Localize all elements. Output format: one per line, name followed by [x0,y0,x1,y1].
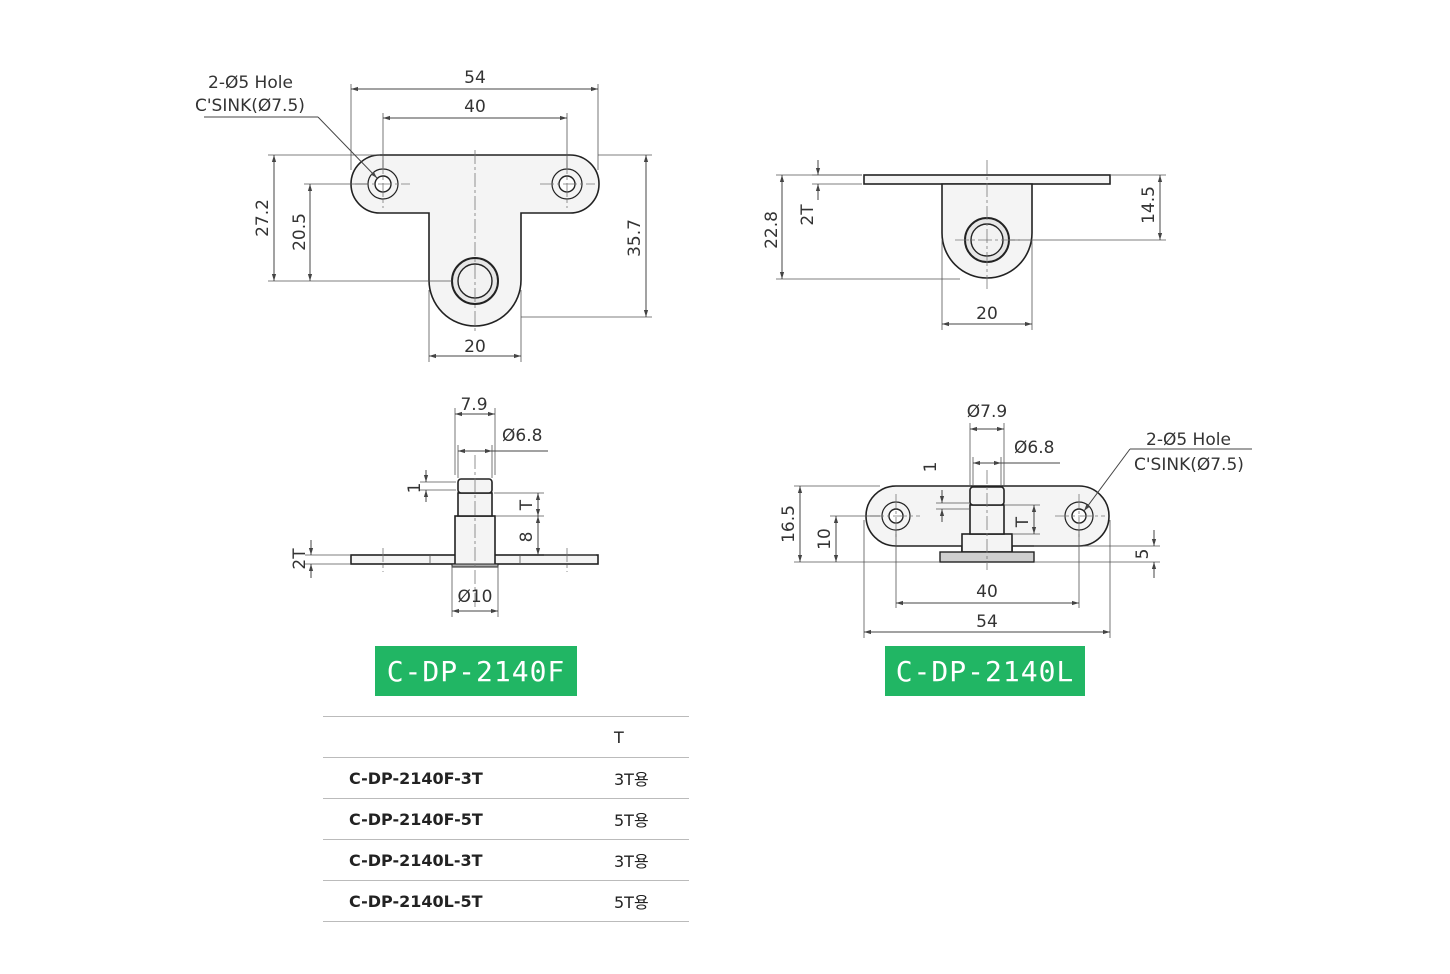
f-top-hole-note-2: C'SINK(Ø7.5) [195,96,305,116]
l-side-dim-1: 1 [921,462,941,473]
l-side-dim-16-5: 16.5 [779,505,799,543]
l-top-dim-14-5: 14.5 [1139,186,1159,224]
l-side-hole-note-1: 2-Ø5 Hole [1146,430,1231,450]
table-cell-value: 3T용 [589,839,689,881]
table-cell-model: C-DP-2140L-5T [323,880,589,922]
f-top-hole-note-1: 2-Ø5 Hole [208,73,293,93]
l-side-hole-note-2: C'SINK(Ø7.5) [1134,455,1244,475]
f-side-dim-t: T [517,499,537,511]
table-row: C-DP-2140F-5T 5T용 [323,798,689,840]
f-top-dim-20-5: 20.5 [290,213,310,251]
l-side-dim-6-8: Ø6.8 [1014,438,1054,458]
f-top-dim-20: 20 [464,337,486,357]
f-side-dim-2t: 2T [290,548,310,570]
table-cell-value: 5T용 [589,880,689,922]
l-top-dim-2t: 2T [798,204,818,226]
l-side-dim-10: 10 [815,528,835,550]
view-f-side: 7.9 Ø6.8 1 T 8 2T Ø10 [290,395,599,617]
l-side-dim-40: 40 [976,582,998,602]
f-side-dim-8: 8 [517,532,537,543]
f-top-dim-27-2: 27.2 [253,199,273,237]
view-f-top: 54 40 27.2 20.5 35.7 20 2-Ø5 Hole C'SINK… [195,68,652,362]
table-header-row: T [323,716,689,758]
table-cell-model: C-DP-2140F-3T [323,757,589,799]
table-row: C-DP-2140L-3T 3T용 [323,839,689,881]
f-top-plate [350,154,600,327]
model-badge-f: C-DP-2140F [375,646,577,696]
table-cell-value: 5T용 [589,798,689,840]
l-side-dim-5: 5 [1133,549,1153,560]
view-l-top: 2T 22.8 14.5 20 [762,160,1166,330]
l-side-dim-t: T [1013,516,1033,528]
table-cell-model: C-DP-2140F-5T [323,798,589,840]
table-row: C-DP-2140L-5T 5T용 [323,880,689,922]
f-side-dim-7-9: 7.9 [460,395,487,415]
f-top-dim-54: 54 [464,68,486,88]
view-l-side: Ø7.9 Ø6.8 1 T 5 16.5 10 [779,402,1252,638]
spec-table: T C-DP-2140F-3T 3T용 C-DP-2140F-5T 5T용 C-… [323,716,689,922]
l-top-dim-22-8: 22.8 [762,211,782,249]
l-side-dim-7-9: Ø7.9 [967,402,1007,422]
table-row: C-DP-2140F-3T 3T용 [323,757,689,799]
f-top-dim-40: 40 [464,97,486,117]
l-side-dim-54: 54 [976,612,998,632]
f-side-dim-10: Ø10 [457,587,492,607]
f-top-dim-35-7: 35.7 [625,219,645,257]
f-side-dim-1: 1 [405,483,425,494]
f-side-dim-6-8: Ø6.8 [502,426,542,446]
table-cell-model: C-DP-2140L-3T [323,839,589,881]
l-top-dim-20: 20 [976,304,998,324]
table-header-t: T [589,716,689,758]
table-cell-value: 3T용 [589,757,689,799]
model-badge-l: C-DP-2140L [885,646,1085,696]
table-header-empty [323,716,589,758]
